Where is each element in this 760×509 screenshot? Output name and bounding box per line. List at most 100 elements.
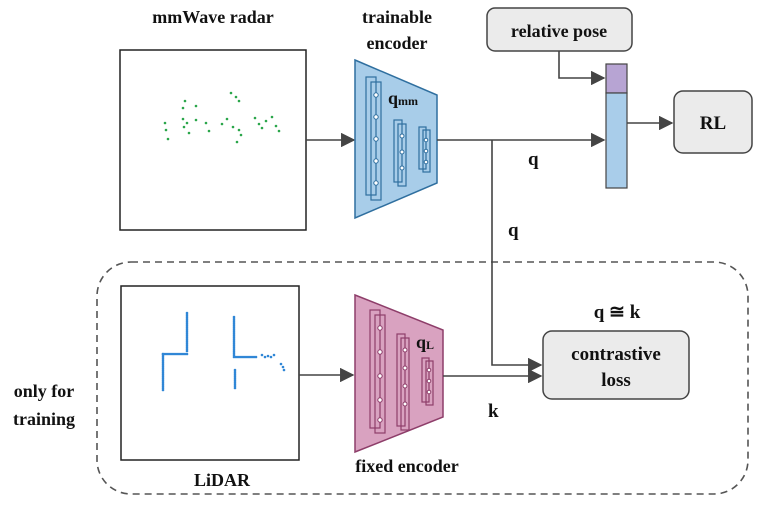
lidar-point: [161, 386, 165, 390]
radar-point: [235, 140, 239, 144]
lidar-point: [185, 329, 189, 333]
lidar-point: [269, 355, 273, 359]
lidar-point: [161, 354, 165, 358]
neuron: [426, 367, 432, 373]
lidar-point: [281, 365, 285, 369]
lidar-point: [232, 339, 236, 343]
neuron: [377, 325, 383, 331]
lidar-point: [185, 321, 189, 325]
lidar-point: [232, 315, 236, 319]
contrastive-loss-box: [542, 330, 690, 400]
lidar-point: [185, 323, 189, 327]
lidar-point: [232, 331, 236, 335]
lidar-point: [244, 355, 248, 359]
lidar-point: [167, 352, 171, 356]
lidar-point: [233, 384, 237, 388]
lidar-point: [282, 368, 286, 372]
radar-point-cloud: [163, 91, 281, 144]
radar-point: [194, 104, 198, 108]
lidar-point: [161, 372, 165, 376]
lidar-point: [233, 374, 237, 378]
radar-point: [231, 125, 235, 129]
lidar-point: [169, 352, 173, 356]
radar-point: [229, 91, 233, 95]
q-label-mid: q: [508, 220, 519, 241]
encoder-title-line2: encoder: [367, 33, 428, 53]
neuron: [402, 347, 408, 353]
lidar-point: [185, 337, 189, 341]
radar-point: [163, 121, 167, 125]
radar-point: [239, 133, 243, 137]
lidar-point: [232, 345, 236, 349]
radar-point: [225, 117, 229, 121]
neuron: [402, 401, 408, 407]
lidar-point: [171, 352, 175, 356]
only-for-training-line1: only for: [14, 381, 75, 401]
radar-panel: [119, 49, 307, 231]
radar-point: [194, 118, 198, 122]
lidar-point: [161, 376, 165, 380]
lidar-point: [236, 355, 240, 359]
lidar-point: [185, 347, 189, 351]
lidar-point: [185, 311, 189, 315]
radar-point: [264, 119, 268, 123]
lidar-point: [232, 351, 236, 355]
radar-point: [234, 95, 238, 99]
neuron: [426, 378, 432, 384]
lidar-point: [161, 364, 165, 368]
radar-point: [237, 99, 241, 103]
radar-point: [182, 125, 186, 129]
lidar-point: [232, 349, 236, 353]
lidar-point: [179, 352, 183, 356]
radar-point: [187, 131, 191, 135]
lidar-point: [161, 370, 165, 374]
neuron: [426, 389, 432, 395]
lidar-point: [185, 341, 189, 345]
radar-point: [181, 106, 185, 110]
lidar-point: [233, 372, 237, 376]
lidar-point: [185, 327, 189, 331]
fixed-encoder: [354, 293, 444, 454]
lidar-point: [181, 352, 185, 356]
q-approx-k-label: q ≅ k: [594, 302, 641, 323]
lidar-point: [232, 343, 236, 347]
lidar-point: [240, 355, 244, 359]
neuron: [399, 133, 405, 139]
radar-point: [257, 122, 261, 126]
neuron: [399, 149, 405, 155]
relative-pose-label: relative pose: [511, 21, 607, 41]
lidar-point: [232, 337, 236, 341]
lidar-point: [232, 321, 236, 325]
lidar-point: [279, 362, 283, 366]
neuron: [373, 114, 379, 120]
neuron: [377, 349, 383, 355]
neuron: [399, 165, 405, 171]
radar-point: [181, 117, 185, 121]
lidar-point: [233, 382, 237, 386]
lidar-point: [161, 366, 165, 370]
lidar-point: [185, 345, 189, 349]
lidar-point: [185, 333, 189, 337]
radar-point: [237, 128, 241, 132]
neuron: [377, 417, 383, 423]
neuron: [373, 92, 379, 98]
arrow-pose-to-state: [558, 51, 606, 86]
lidar-point: [161, 380, 165, 384]
lidar-point: [232, 353, 236, 357]
lidar-point: [250, 355, 254, 359]
radar-point: [220, 122, 224, 126]
radar-point: [183, 99, 187, 103]
trainable-encoder-layers: [365, 76, 431, 201]
lidar-point: [161, 382, 165, 386]
lidar-point: [232, 327, 236, 331]
radar-point: [274, 124, 278, 128]
lidar-point: [232, 333, 236, 337]
lidar-point: [185, 313, 189, 317]
neuron: [373, 136, 379, 142]
lidar-point: [185, 319, 189, 323]
lidar-point: [246, 355, 250, 359]
radar-point: [166, 137, 170, 141]
lidar-point: [161, 356, 165, 360]
